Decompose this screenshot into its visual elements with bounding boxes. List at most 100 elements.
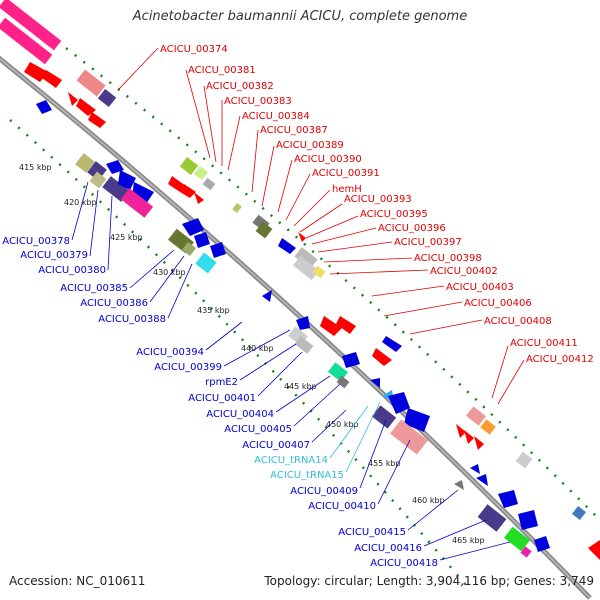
label-leader-line xyxy=(371,285,445,297)
label-leader-line xyxy=(275,375,331,413)
gene-feature xyxy=(102,176,130,202)
label-leader-line xyxy=(257,351,303,397)
gene-feature xyxy=(370,378,380,388)
kbp-ticks: 415 kbp 420 kbp 425 kbp 430 kbp 435 kbp … xyxy=(19,163,485,545)
label-leader-line xyxy=(261,145,275,207)
label-leader-line xyxy=(277,159,293,213)
gene-feature xyxy=(336,316,356,334)
gene-feature xyxy=(342,352,360,368)
reverse-gene-label: ACICU_00399 xyxy=(154,362,222,373)
forward-gene-label: ACICU_00408 xyxy=(484,316,552,327)
gene-feature xyxy=(24,62,48,82)
gene-feature xyxy=(504,526,530,552)
forward-gene-label: ACICU_00398 xyxy=(414,253,482,264)
kbp-tick: 425 kbp xyxy=(110,233,143,242)
reverse-gene-label: ACICU_00405 xyxy=(224,424,292,435)
forward-gene-labels: ACICU_00374 ACICU_00381 ACICU_00382 ACIC… xyxy=(117,44,594,405)
forward-gene-label: hemH xyxy=(332,184,362,195)
kbp-tick: 420 kbp xyxy=(64,198,97,207)
forward-gene-label: ACICU_00397 xyxy=(394,237,462,248)
forward-gene-label: ACICU_00391 xyxy=(312,168,380,179)
gene-feature xyxy=(464,430,474,444)
gene-feature xyxy=(97,88,117,108)
forward-strand-features xyxy=(0,0,600,560)
kbp-tick: 430 kbp xyxy=(153,268,186,277)
gene-feature xyxy=(480,419,496,435)
map-title: Acinetobacter baumannii ACICU, complete … xyxy=(132,9,468,24)
gene-feature xyxy=(294,336,314,354)
reverse-gene-label: ACICU_00378 xyxy=(2,236,70,247)
reverse-gene-label: ACICU_00380 xyxy=(38,265,106,276)
label-leader-line xyxy=(439,541,511,561)
gene-feature xyxy=(534,536,550,552)
reverse-gene-label: ACICU_00410 xyxy=(308,501,376,512)
reverse-gene-label: ACICU_00388 xyxy=(98,314,166,325)
label-leader-line xyxy=(329,405,369,459)
gene-feature xyxy=(371,405,397,429)
label-leader-line xyxy=(117,47,159,91)
gene-feature xyxy=(294,247,318,269)
trna-gene-label: ACICU_tRNA14 xyxy=(254,455,328,466)
gene-feature xyxy=(193,165,209,181)
label-leader-line xyxy=(203,85,217,163)
label-leader-line xyxy=(491,345,509,399)
gene-feature xyxy=(0,0,62,51)
label-leader-line xyxy=(383,301,463,317)
gene-feature xyxy=(382,336,402,352)
gene-feature xyxy=(255,221,273,239)
kbp-tick: 460 kbp xyxy=(412,496,445,505)
gene-feature xyxy=(466,406,486,426)
label-leader-line xyxy=(251,129,259,193)
gene-feature xyxy=(298,232,306,242)
gene-feature xyxy=(106,160,124,174)
gene-feature xyxy=(336,375,350,389)
gene-feature xyxy=(320,316,342,336)
gene-feature xyxy=(194,192,204,204)
label-leader-line xyxy=(285,173,311,221)
gene-feature xyxy=(182,218,204,236)
gene-feature xyxy=(76,98,96,116)
forward-gene-label: ACICU_00411 xyxy=(510,338,578,349)
reverse-gene-labels: ACICU_00378 ACICU_00379 ACICU_00380 ACIC… xyxy=(2,181,511,569)
kbp-tick: 440 kbp xyxy=(241,344,274,353)
kbp-tick: 435 kbp xyxy=(197,306,230,315)
label-leader-line xyxy=(497,359,525,405)
forward-gene-label: ACICU_00403 xyxy=(446,282,514,293)
label-leader-line xyxy=(311,409,347,443)
reverse-gene-label: ACICU_00407 xyxy=(242,440,310,451)
label-leader-line xyxy=(227,115,241,171)
gene-feature xyxy=(404,408,430,432)
gene-feature xyxy=(477,504,507,532)
gene-feature xyxy=(76,69,106,97)
gene-feature xyxy=(202,177,216,191)
gene-feature xyxy=(474,436,484,450)
gene-feature xyxy=(36,100,52,114)
gene-feature xyxy=(372,348,392,366)
kbp-tick: 465 kbp xyxy=(452,536,485,545)
gene-feature xyxy=(296,316,310,330)
gene-feature xyxy=(588,540,600,560)
gene-feature xyxy=(454,480,464,490)
forward-gene-label: ACICU_00374 xyxy=(160,44,228,55)
gene-feature xyxy=(571,505,587,521)
gene-feature xyxy=(68,92,78,106)
gene-feature xyxy=(515,451,533,469)
label-leader-line xyxy=(377,439,411,505)
kbp-tick: 415 kbp xyxy=(19,163,52,172)
label-leader-line xyxy=(329,269,429,275)
gene-feature xyxy=(42,70,62,88)
inner-guide-track xyxy=(9,119,471,591)
forward-gene-label: ACICU_00412 xyxy=(526,354,594,365)
reverse-gene-label: ACICU_00418 xyxy=(370,558,438,569)
gene-feature xyxy=(75,153,95,173)
gene-feature xyxy=(390,419,428,455)
forward-gene-label: ACICU_00389 xyxy=(276,140,344,151)
gene-feature xyxy=(292,255,320,281)
label-leader-line xyxy=(323,257,413,263)
gene-feature xyxy=(195,252,217,274)
forward-gene-label: ACICU_00382 xyxy=(206,81,274,92)
label-leader-line xyxy=(293,189,331,227)
forward-gene-label: ACICU_00402 xyxy=(430,266,498,277)
label-leader-line xyxy=(409,319,483,335)
